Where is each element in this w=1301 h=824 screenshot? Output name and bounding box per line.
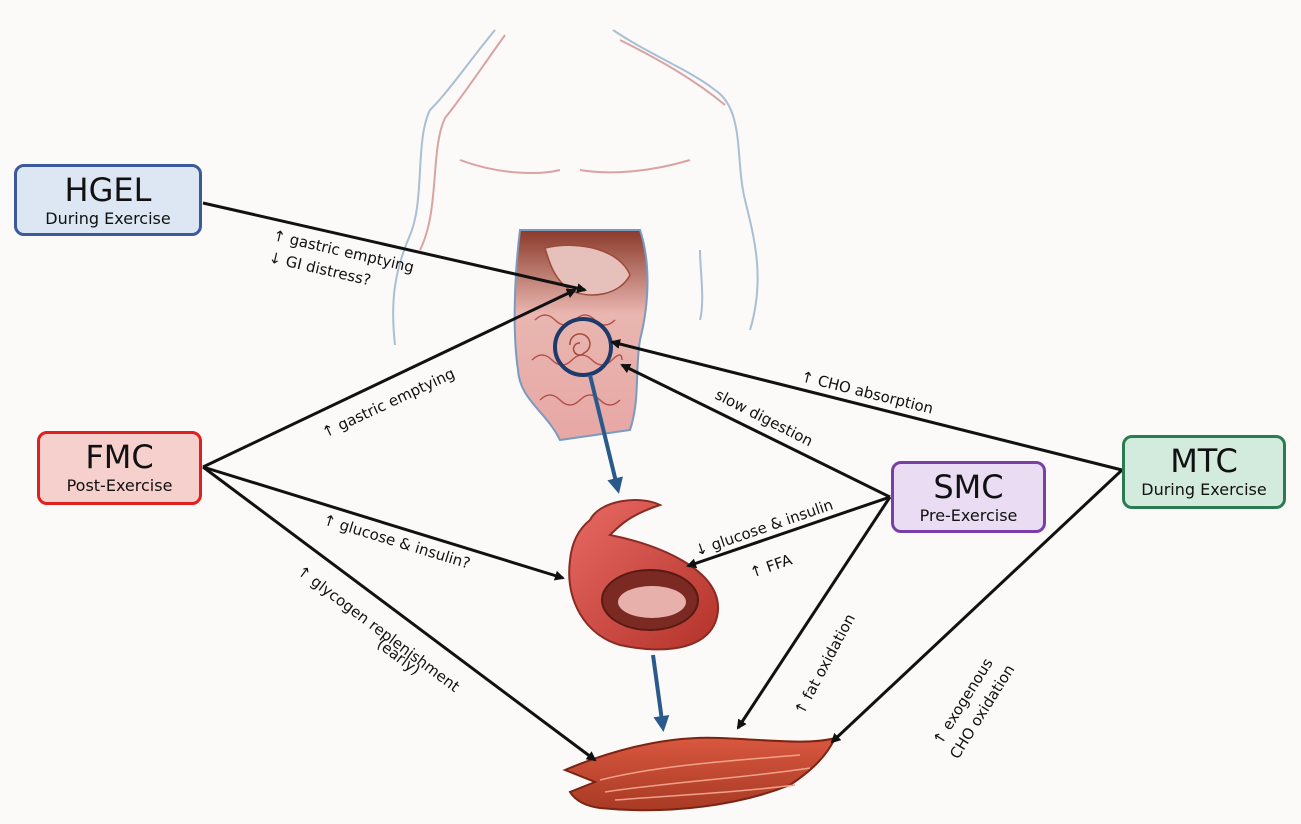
mtc-subtitle: During Exercise (1125, 480, 1283, 500)
smc-subtitle: Pre-Exercise (894, 506, 1043, 526)
liver-to-muscle-arrow (653, 655, 663, 728)
smc-box: SMC Pre-Exercise (891, 461, 1046, 533)
smc-title: SMC (894, 470, 1043, 504)
hgel-box: HGEL During Exercise (14, 164, 202, 236)
fmc-title: FMC (40, 440, 199, 474)
mtc-title: MTC (1125, 444, 1283, 478)
hgel-title: HGEL (17, 173, 199, 207)
fmc-box: FMC Post-Exercise (37, 431, 202, 505)
label-smc-ffa: ↑ FFA (747, 550, 795, 581)
hgel-subtitle: During Exercise (17, 209, 199, 229)
mtc-to-gut-arrow (612, 342, 1122, 470)
fmc-to-liver-arrow (203, 467, 563, 578)
liver-illustration (569, 500, 718, 649)
gut-illustration (515, 230, 648, 440)
fmc-to-muscle-arrow (203, 467, 595, 760)
fmc-subtitle: Post-Exercise (40, 476, 199, 496)
label-smc-glucose: ↓ glucose & insulin (692, 496, 835, 560)
mtc-box: MTC During Exercise (1122, 435, 1286, 509)
label-smc-fat: ↑ fat oxidation (791, 611, 859, 718)
label-fmc-glycogen: ↑ glycogen replenishment (294, 562, 464, 696)
muscle-illustration (565, 738, 835, 811)
